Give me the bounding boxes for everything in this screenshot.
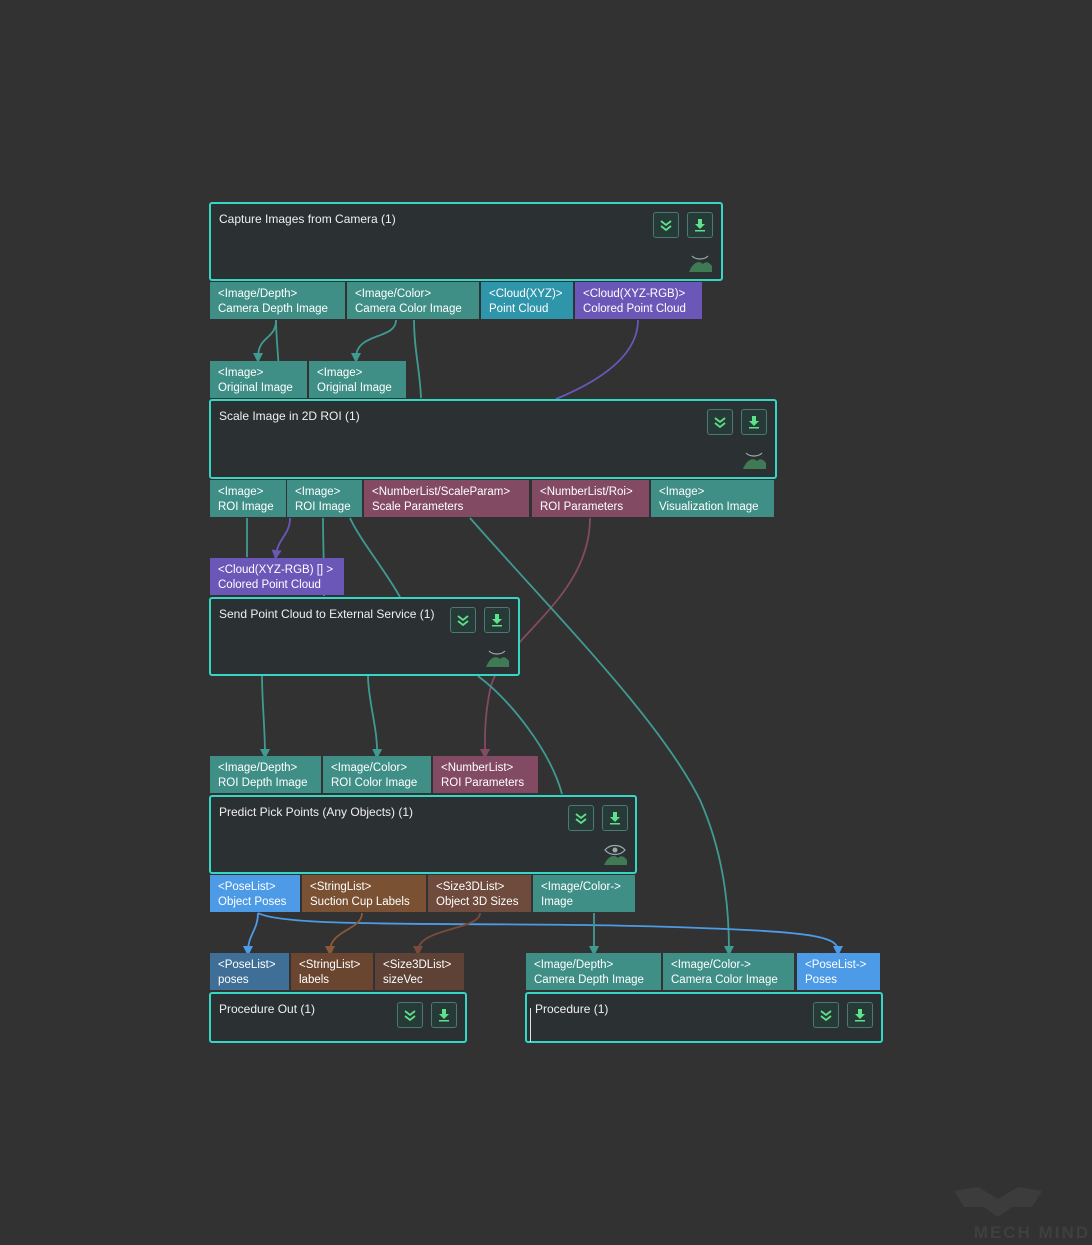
wire-roi-2-pass-b: [349, 517, 401, 598]
node-predict-pick-points[interactable]: Predict Pick Points (Any Objects) (1): [209, 795, 637, 874]
preview-hidden-icon[interactable]: [687, 248, 713, 274]
port-roi-parameters-in[interactable]: <NumberList>ROI Parameters: [433, 756, 538, 793]
preview-eye-icon[interactable]: [602, 841, 628, 867]
port-labels-in[interactable]: <StringList>labels: [291, 953, 373, 990]
wire-colored-cloud-to-scale: [555, 319, 639, 400]
port-roi-depth-image[interactable]: <Image/Depth>ROI Depth Image: [210, 756, 321, 793]
chevron-down-icon: [457, 615, 469, 627]
wire-poses-to-out: [243, 912, 259, 956]
download-button[interactable]: [602, 805, 628, 831]
wire-sizes-to-out: [413, 912, 481, 956]
node-title: Capture Images from Camera (1): [219, 212, 396, 226]
port-roi-image-2[interactable]: <Image>ROI Image: [287, 480, 362, 517]
wire-send-to-color: [367, 675, 383, 759]
collapse-button[interactable]: [653, 212, 679, 238]
wire-labels-to-out: [325, 912, 363, 956]
port-camera-color-image-in[interactable]: <Image/Color->Camera Color Image: [663, 953, 794, 990]
port-camera-depth-image-in[interactable]: <Image/Depth>Camera Depth Image: [526, 953, 661, 990]
node-title: Send Point Cloud to External Service (1): [219, 607, 435, 621]
chevron-down-icon: [404, 1010, 416, 1022]
chevron-down-icon: [714, 417, 726, 429]
download-button[interactable]: [431, 1002, 457, 1028]
download-button[interactable]: [847, 1002, 873, 1028]
chevron-down-icon: [575, 813, 587, 825]
node-procedure[interactable]: Procedure (1): [525, 992, 883, 1043]
node-title: Predict Pick Points (Any Objects) (1): [219, 805, 414, 819]
port-suction-cup-labels[interactable]: <StringList>Suction Cup Labels: [302, 875, 426, 912]
node-title: Procedure (1): [535, 1002, 609, 1016]
mech-mind-logo: [954, 1187, 1042, 1217]
preview-hidden-icon[interactable]: [741, 445, 767, 471]
port-visualization-image[interactable]: <Image>Visualization Image: [651, 480, 774, 517]
node-title: Scale Image in 2D ROI (1): [219, 409, 360, 423]
wire-color-pass: [413, 319, 422, 399]
download-icon: [695, 219, 705, 232]
port-camera-depth-image[interactable]: <Image/Depth>Camera Depth Image: [210, 282, 345, 319]
port-poses-procedure-in[interactable]: <PoseList->Poses: [797, 953, 880, 990]
port-sizevec-in[interactable]: <Size3DList>sizeVec: [375, 953, 464, 990]
port-roi-image-1[interactable]: <Image>ROI Image: [210, 480, 286, 517]
download-icon: [492, 614, 502, 627]
wire-poses-to-procedure: [257, 912, 843, 956]
node-scale-image[interactable]: Scale Image in 2D ROI (1): [209, 399, 777, 479]
port-point-cloud[interactable]: <Cloud(XYZ)>Point Cloud: [481, 282, 573, 319]
wire-depth-to-original-1: [253, 319, 277, 363]
port-scale-parameters[interactable]: <NumberList/ScaleParam>Scale Parameters: [364, 480, 529, 517]
port-object-poses[interactable]: <PoseList>Object Poses: [210, 875, 300, 912]
port-colored-point-cloud[interactable]: <Cloud(XYZ-RGB)>Colored Point Cloud: [575, 282, 702, 319]
download-button[interactable]: [484, 607, 510, 633]
download-icon: [749, 416, 759, 429]
port-original-image-2[interactable]: <Image>Original Image: [309, 361, 406, 398]
port-image-out[interactable]: <Image/Color->Image: [533, 875, 635, 912]
collapse-button[interactable]: [813, 1002, 839, 1028]
watermark-text: MECH MIND: [973, 1223, 1090, 1242]
download-button[interactable]: [741, 409, 767, 435]
wire-roi-2-cloud: [271, 517, 291, 560]
text-cursor: [530, 1008, 531, 1042]
collapse-button[interactable]: [568, 805, 594, 831]
node-capture-images[interactable]: Capture Images from Camera (1): [209, 202, 723, 281]
port-camera-color-image[interactable]: <Image/Color>Camera Color Image: [347, 282, 479, 319]
port-roi-parameters[interactable]: <NumberList/Roi>ROI Parameters: [532, 480, 649, 517]
chevron-down-icon: [820, 1010, 832, 1022]
wire-send-to-depth: [259, 675, 270, 759]
preview-hidden-icon[interactable]: [484, 643, 510, 669]
port-roi-color-image[interactable]: <Image/Color>ROI Color Image: [323, 756, 431, 793]
collapse-button[interactable]: [397, 1002, 423, 1028]
port-object-3d-sizes[interactable]: <Size3DList>Object 3D Sizes: [428, 875, 531, 912]
chevron-down-icon: [660, 220, 672, 232]
download-icon: [610, 812, 620, 825]
port-original-image-1[interactable]: <Image>Original Image: [210, 361, 307, 398]
node-title: Procedure Out (1): [219, 1002, 316, 1016]
download-icon: [439, 1009, 449, 1022]
node-send-point-cloud[interactable]: Send Point Cloud to External Service (1): [209, 597, 520, 676]
download-icon: [855, 1009, 865, 1022]
collapse-button[interactable]: [707, 409, 733, 435]
port-poses-in[interactable]: <PoseList>poses: [210, 953, 289, 990]
port-colored-point-cloud-in[interactable]: <Cloud(XYZ-RGB) [] >Colored Point Cloud: [210, 558, 344, 595]
collapse-button[interactable]: [450, 607, 476, 633]
node-procedure-out[interactable]: Procedure Out (1): [209, 992, 467, 1043]
wire-color-to-original-2: [351, 319, 397, 363]
download-button[interactable]: [687, 212, 713, 238]
